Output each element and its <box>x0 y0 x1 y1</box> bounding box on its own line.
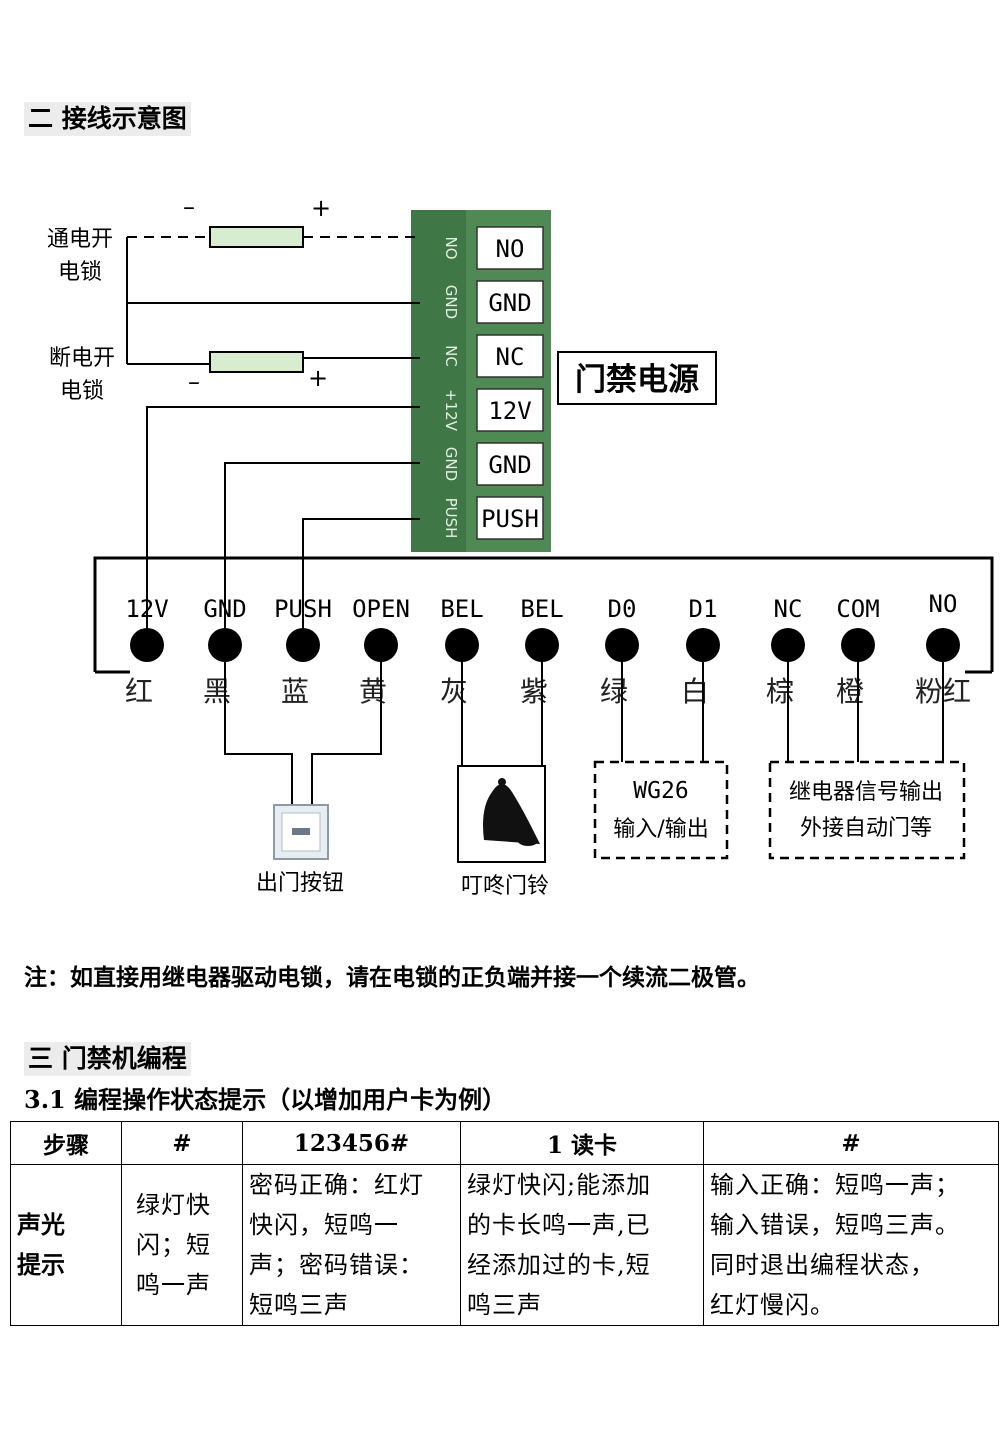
controller-box <box>93 556 994 672</box>
wiring-note: 注：如直接用继电器驱动电锁，请在电锁的正负端并接一个续流二极管。 <box>24 964 760 991</box>
table-row: 声光 提示 绿灯快 闪；短 鸣一声 密码正确：红灯 快闪，短鸣一 声；密码错误：… <box>10 1164 999 1326</box>
psu-terminal-box <box>476 226 544 270</box>
cell-hash-exit: 输入正确：短鸣一声； 输入错误，短鸣三声。 同时退出编程状态， 红灯慢闪。 <box>703 1164 999 1326</box>
controller-terminal-label: D1 <box>689 595 718 623</box>
section-3-1-title: 3.1 编程操作状态提示（以增加用户卡为例） <box>24 1085 507 1114</box>
controller-terminal-label: BEL <box>520 595 563 623</box>
psu-terminal-label: 12V <box>488 397 531 425</box>
controller-terminal-dot <box>686 628 720 662</box>
programming-status-table: 步骤 # 123456# 1 读卡 # 声光 提示 绿灯快 闪；短 鸣一声 密码… <box>10 1121 999 1326</box>
lock-resistor-top <box>209 226 304 248</box>
psu-board-label: GND <box>442 447 460 481</box>
header-hash-exit: # <box>703 1121 999 1165</box>
controller-terminal-dot <box>926 628 960 662</box>
controller-terminal-label: OPEN <box>352 595 410 623</box>
controller-terminal-label: BEL <box>440 595 483 623</box>
psu-board-label: PUSH <box>442 498 460 539</box>
cell-read-card: 绿灯快闪;能添加 的卡长鸣一声,已 经添加过的卡,短 鸣三声 <box>460 1164 704 1326</box>
psu-terminals: NO GND NC 12V GND PUSH <box>476 226 544 540</box>
controller-terminal-dot <box>286 628 320 662</box>
wire-color-label: 灰 <box>440 675 468 708</box>
controller-terminal-label: PUSH <box>274 595 332 623</box>
psu-terminal-box <box>476 334 544 378</box>
wire-color-label: 橙 <box>836 675 864 708</box>
psu-terminal-box <box>476 280 544 324</box>
minus-sign-top: – <box>183 193 195 221</box>
row-head-sound-light: 声光 提示 <box>10 1164 122 1326</box>
header-read-card: 1 读卡 <box>460 1121 704 1165</box>
controller-terminal-label: NO <box>929 590 958 618</box>
plus-sign-bottom: + <box>308 364 328 392</box>
relay-output-label-2: 外接自动门等 <box>800 816 932 841</box>
plus-sign-top: + <box>311 194 331 222</box>
relay-on-lock-label-1: 通电开 <box>47 227 113 252</box>
psu-terminal-box <box>476 388 544 432</box>
section-3-title: 三 门禁机编程 <box>24 1042 191 1076</box>
psu-board-labels: NO GND NC +12V GND PUSH <box>442 236 460 538</box>
wire-color-label: 棕 <box>766 675 794 708</box>
section-2-title: 二 接线示意图 <box>24 102 191 136</box>
wire-color-label: 紫 <box>520 675 548 708</box>
psu-title-box <box>557 351 717 405</box>
psu-terminal-label: GND <box>488 451 531 479</box>
wg26-label-2: 输入/输出 <box>613 817 708 842</box>
psu-board-label: GND <box>442 285 460 319</box>
wire-color-label: 蓝 <box>281 675 309 708</box>
cell-password: 密码正确：红灯 快闪，短鸣一 声；密码错误： 短鸣三声 <box>242 1164 461 1326</box>
controller-terminal-dot <box>364 628 398 662</box>
controller-terminal-label: GND <box>203 595 246 623</box>
wire-color-label: 黑 <box>203 675 231 708</box>
psu-title: 门禁电源 <box>575 362 699 398</box>
bell-icon <box>483 778 540 846</box>
psu-terminal-label: NC <box>496 343 525 371</box>
lock-resistor-bottom <box>209 351 304 373</box>
controller-terminal-dot <box>525 628 559 662</box>
exit-button-icon <box>273 804 329 860</box>
psu-terminal-label: PUSH <box>481 505 539 533</box>
minus-sign-bottom: – <box>188 368 200 396</box>
psu-board-label: NC <box>442 345 460 367</box>
wg26-label-1: WG26 <box>633 778 688 804</box>
controller-terminal-label: 12V <box>125 595 168 623</box>
header-step: 步骤 <box>10 1121 122 1165</box>
wire-color-label: 黄 <box>359 675 387 708</box>
controller-terminal-label: NC <box>774 595 803 623</box>
relay-off-lock-label-1: 断电开 <box>49 346 115 371</box>
psu-terminal-box <box>476 442 544 486</box>
psu-terminal-box <box>476 496 544 540</box>
psu-board-label: NO <box>442 236 460 259</box>
wire-color-label: 红 <box>125 675 153 708</box>
doorbell-label: 叮咚门铃 <box>461 874 549 899</box>
header-password: 123456# <box>242 1121 461 1165</box>
controller-terminal-label: D0 <box>608 595 637 623</box>
table-header-row: 步骤 # 123456# 1 读卡 # <box>10 1121 999 1165</box>
wire-color-label: 绿 <box>600 675 628 708</box>
relay-off-lock-label-2: 电锁 <box>60 379 104 404</box>
controller-terminal-dot <box>208 628 242 662</box>
controller-terminal-label: COM <box>836 595 879 623</box>
relay-on-lock-label-2: 电锁 <box>58 260 102 285</box>
wg26-box <box>593 760 729 860</box>
psu-terminal-label: NO <box>496 235 525 263</box>
relay-output-box <box>768 760 966 860</box>
header-hash: # <box>121 1121 243 1165</box>
wire-color-label: 白 <box>681 675 709 708</box>
relay-output-label-1: 继电器信号输出 <box>789 780 943 805</box>
controller-terminal-dot <box>771 628 805 662</box>
wiring-diagram: NO GND NC +12V GND PUSH NO GND NC 12V GND PUSH 门禁电… <box>47 193 994 899</box>
controller-terminal-dot <box>605 628 639 662</box>
controller-terminal-dot <box>130 628 164 662</box>
controller-terminal-dot <box>841 628 875 662</box>
exit-button-label: 出门按钮 <box>256 871 344 896</box>
controller-terminals: 12V 红 GND 黑 PUSH 蓝 OPEN 黄 BEL 灰 BEL 紫 D0 绿 D1 白 NC 棕 COM 橙 N… <box>125 590 971 708</box>
cell-hash: 绿灯快 闪；短 鸣一声 <box>121 1164 243 1326</box>
psu-terminal-label: GND <box>488 289 531 317</box>
psu-board-label: +12V <box>442 389 460 432</box>
controller-terminal-dot <box>445 628 479 662</box>
